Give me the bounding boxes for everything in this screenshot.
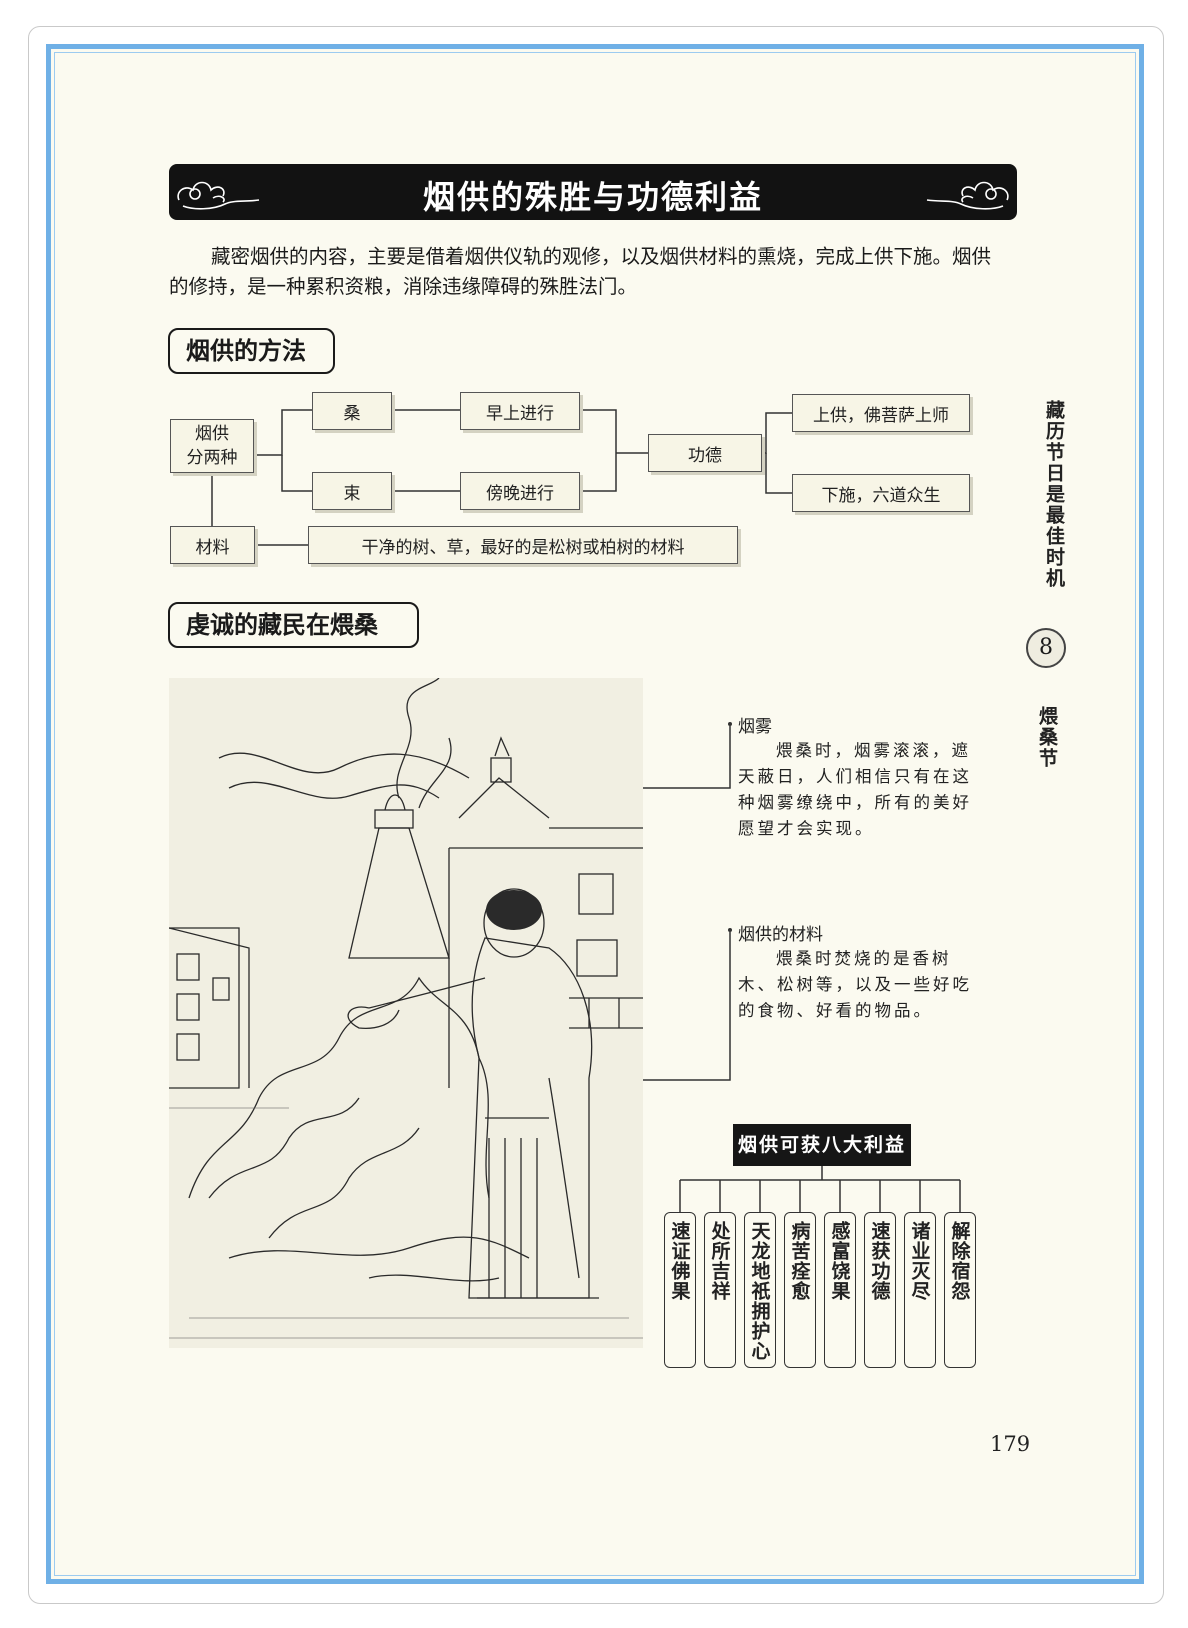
benefit-item: 处所吉祥 [704,1212,736,1368]
benefit-label: 天龙地祇拥护心 [748,1221,771,1361]
cloud-ornament-icon [926,181,1009,210]
intro-paragraph: 藏密烟供的内容，主要是借着烟供仪轨的观修，以及烟供材料的熏烧，完成上供下施。烟供… [169,245,992,298]
cloud-ornament-icon [177,181,260,210]
benefit-item: 速获功德 [864,1212,896,1368]
section-heading-illustration: 虔诚的藏民在煨桑 [168,602,419,648]
flow-material-label: 材料 [170,526,255,564]
benefit-item: 速证佛果 [664,1212,696,1368]
page-title: 烟供的殊胜与功德利益 [422,178,763,216]
chapter-name-vertical: 煨桑节 [1036,706,1058,769]
chapter-number-badge: 8 [1026,628,1066,668]
flow-type-sang: 桑 [312,392,392,430]
flow-root-box: 烟供 分两种 [170,419,254,473]
chapter-title-vertical: 藏历节日是最佳时机 [1043,400,1065,589]
annotation-material-body: 煨桑时焚烧的是香树木、松树等，以及一些好吃的食物、好看的物品。 [738,949,972,1020]
flow-merit: 功德 [648,434,762,472]
benefit-label: 速证佛果 [668,1221,691,1301]
benefit-item: 诸业灭尽 [904,1212,936,1368]
flow-root-line2: 分两种 [186,448,238,468]
benefit-label: 处所吉祥 [708,1221,731,1301]
flow-result-giving: 下施，六道众生 [792,474,970,512]
flow-time-evening: 傍晚进行 [460,472,580,510]
benefit-label: 病苦痊愈 [788,1221,811,1301]
title-banner: 烟供的殊胜与功德利益 [169,164,1017,220]
section-heading-method: 烟供的方法 [168,328,335,374]
annotation-smoke-body: 煨桑时，烟雾滚滚，遮天蔽日，人们相信只有在这种烟雾缭绕中，所有的美好愿望才会实现… [738,741,972,838]
flow-type-shu: 束 [312,472,392,510]
flow-result-offering: 上供，佛菩萨上师 [792,394,970,432]
benefit-label: 速获功德 [868,1221,891,1301]
benefits-title: 烟供可获八大利益 [733,1124,911,1166]
benefit-item: 天龙地祇拥护心 [744,1212,776,1368]
benefit-label: 感富饶果 [828,1221,851,1301]
incense-burning-illustration [169,678,643,1348]
benefit-label: 解除宿怨 [948,1221,971,1301]
benefit-item: 感富饶果 [824,1212,856,1368]
benefit-item: 病苦痊愈 [784,1212,816,1368]
benefit-label: 诸业灭尽 [908,1221,931,1301]
flow-material-text: 干净的树、草，最好的是松树或柏树的材料 [308,526,738,564]
page-number: 179 [990,1432,1031,1456]
annotation-material-title: 烟供的材料 [738,925,823,945]
flow-time-morning: 早上进行 [460,392,580,430]
flow-root-line1: 烟供 [195,424,229,444]
benefit-item: 解除宿怨 [944,1212,976,1368]
annotation-smoke-title: 烟雾 [738,717,772,737]
